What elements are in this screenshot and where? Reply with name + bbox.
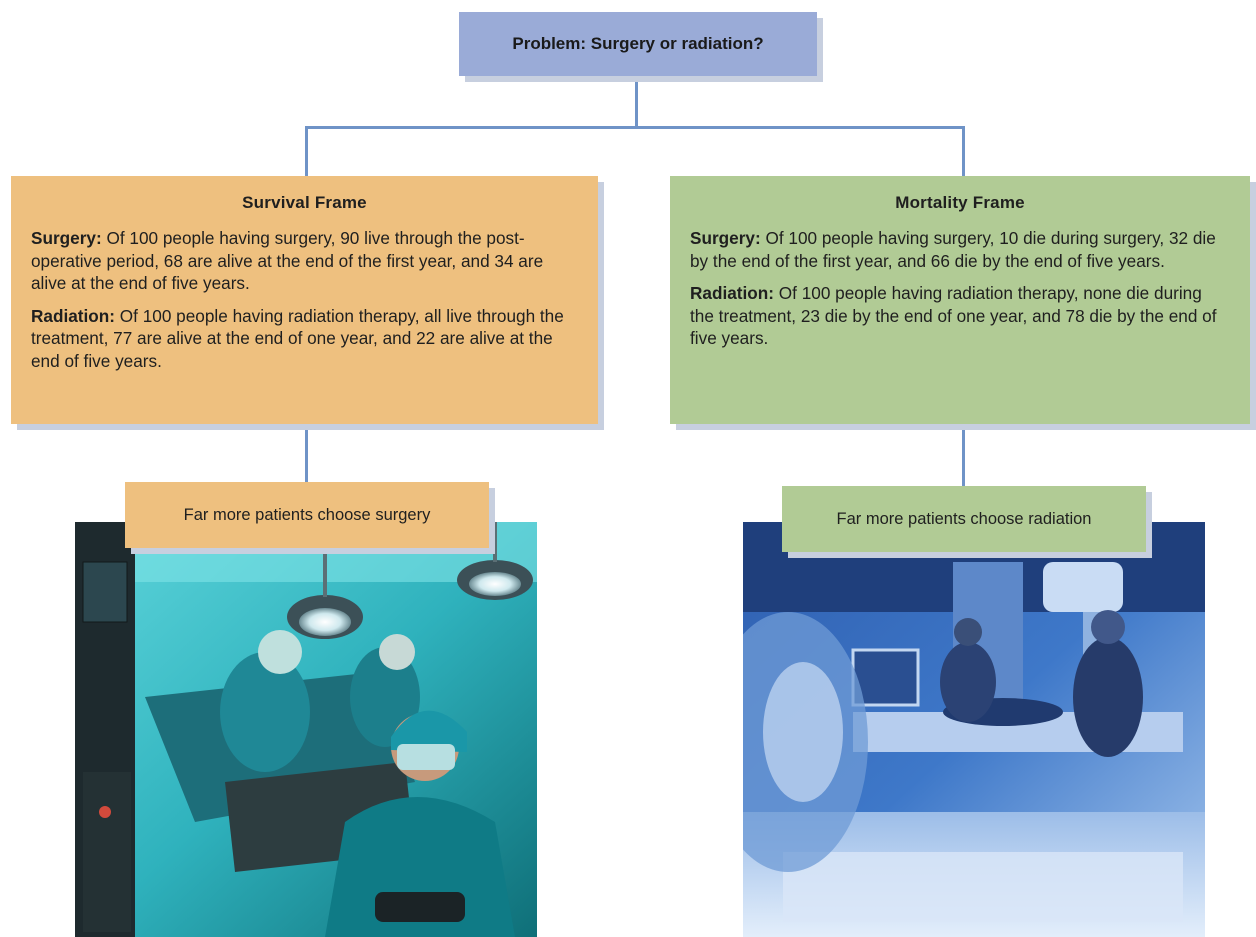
mortality-surgery-label: Surgery: — [690, 228, 761, 248]
survival-frame-title: Survival Frame — [242, 193, 367, 212]
mortality-outcome-box: Far more patients choose radiation — [782, 486, 1146, 552]
mortality-radiation-text: Radiation: Of 100 people having radiatio… — [690, 282, 1230, 350]
mortality-surgery-body: Of 100 people having surgery, 10 die dur… — [690, 228, 1216, 271]
survival-surgery-text: Surgery: Of 100 people having surgery, 9… — [31, 227, 578, 295]
mortality-surgery-text: Surgery: Of 100 people having surgery, 1… — [690, 227, 1230, 272]
survival-radiation-text: Radiation: Of 100 people having radiatio… — [31, 305, 578, 373]
survival-surgery-label: Surgery: — [31, 228, 102, 248]
surgery-photo — [75, 522, 537, 937]
survival-surgery-body: Of 100 people having surgery, 90 live th… — [31, 228, 544, 293]
radiation-photo-illustration — [743, 522, 1205, 937]
survival-outcome-label: Far more patients choose surgery — [183, 505, 431, 524]
connector-left-outcome — [305, 424, 308, 484]
mortality-radiation-body: Of 100 people having radiation therapy, … — [690, 283, 1217, 348]
radiation-photo — [743, 522, 1205, 937]
connector-right-outcome — [962, 424, 965, 488]
survival-radiation-body: Of 100 people having radiation therapy, … — [31, 305, 564, 371]
survival-outcome-box: Far more patients choose surgery — [125, 482, 489, 548]
surgery-photo-illustration — [75, 522, 537, 937]
connector-left-down — [305, 126, 308, 178]
mortality-frame-box: Mortality Frame Surgery: Of 100 people h… — [670, 176, 1250, 424]
mortality-frame-title: Mortality Frame — [895, 193, 1025, 212]
mortality-radiation-label: Radiation: — [690, 283, 775, 303]
survival-frame-box: Survival Frame Surgery: Of 100 people ha… — [11, 176, 598, 424]
connector-horizontal — [305, 126, 965, 129]
connector-problem-down — [635, 76, 638, 128]
survival-radiation-label: Radiation: — [31, 305, 116, 326]
problem-box: Problem: Surgery or radiation? — [459, 12, 817, 76]
connector-right-down — [962, 126, 965, 178]
mortality-outcome-label: Far more patients choose radiation — [836, 509, 1092, 528]
problem-label: Problem: Surgery or radiation? — [512, 34, 764, 53]
